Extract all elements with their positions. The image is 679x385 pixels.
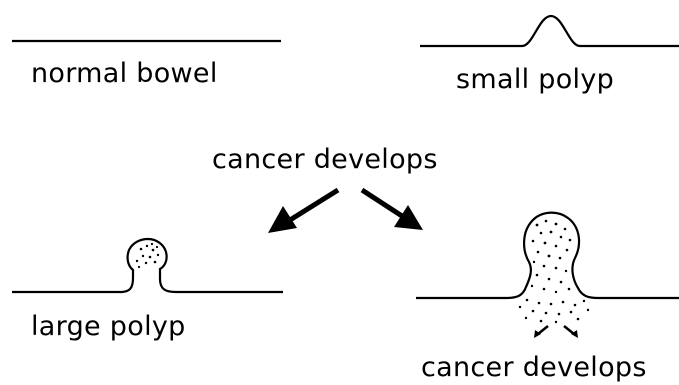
small-polyp-label: small polyp: [456, 66, 614, 93]
cancer-develops-label: cancer develops: [421, 354, 647, 381]
spread-arrows: [534, 326, 578, 338]
large-polyp-label: large polyp: [31, 313, 186, 340]
cancer-polyp-line: [416, 213, 679, 298]
left-arrow: [268, 190, 338, 233]
small-polyp-line: [420, 16, 679, 46]
large-polyp-speckles: [136, 243, 159, 268]
normal-bowel-label: normal bowel: [31, 60, 218, 87]
cancer-develops-center-label: cancer develops: [212, 146, 438, 173]
right-arrow: [362, 190, 423, 230]
